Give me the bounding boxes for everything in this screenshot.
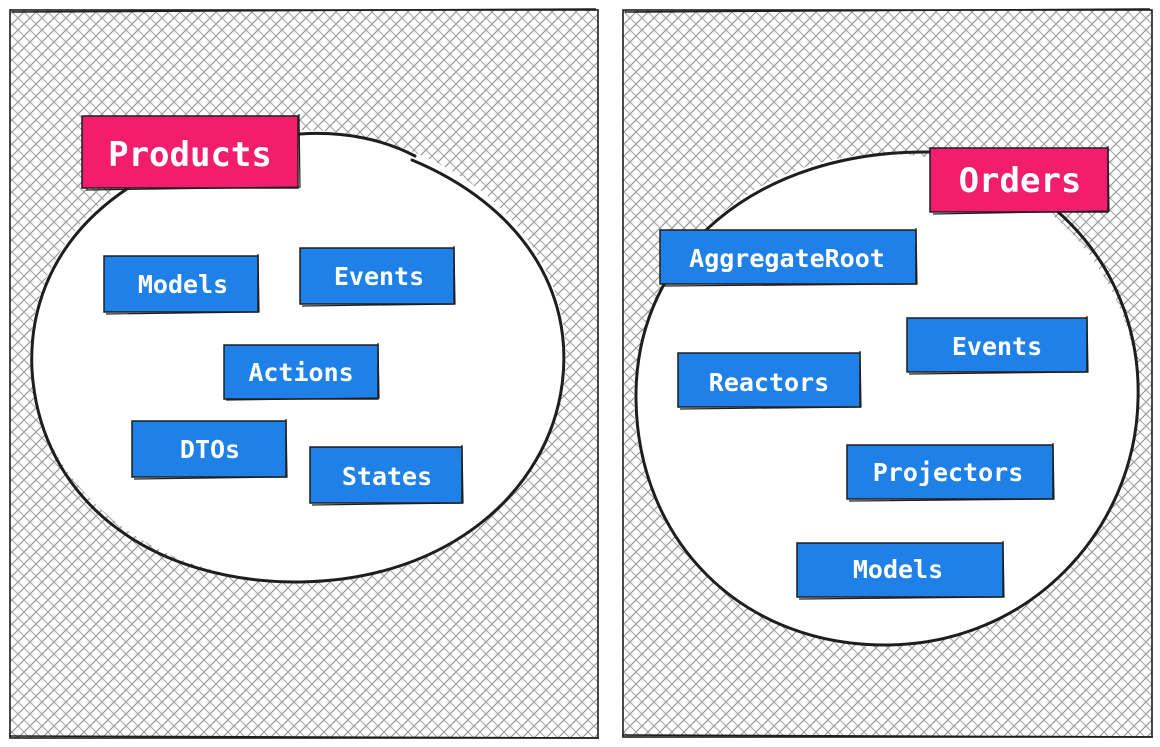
module-states: States (309, 444, 464, 506)
module-aggregate-root: AggregateRoot (659, 227, 918, 287)
module-label: Events (952, 332, 1042, 361)
module-label: Models (138, 270, 228, 299)
module-projectors: Projectors (846, 442, 1055, 502)
orders-title-label: Orders (929, 145, 1110, 215)
module-label: States (342, 462, 432, 491)
module-label: DTOs (180, 435, 240, 464)
module-label: Events (334, 262, 424, 291)
module-label: Projectors (873, 458, 1024, 487)
module-models: Models (103, 253, 260, 315)
module-label: Models (853, 555, 943, 584)
orders-context-panel: Orders AggregateRoot Events Reactors Pro… (621, 8, 1154, 738)
module-label: Reactors (709, 368, 829, 397)
orders-title: Orders (959, 161, 1082, 201)
products-context-panel: Products Models Events Actions DTOs Stat… (8, 8, 600, 739)
module-events: Events (299, 245, 456, 307)
module-models: Models (796, 540, 1005, 600)
module-label: Actions (248, 358, 353, 387)
module-reactors: Reactors (677, 350, 862, 410)
module-actions: Actions (223, 342, 380, 401)
module-events: Events (906, 315, 1089, 375)
module-dtos: DTOs (131, 418, 288, 480)
products-title-label: Products (81, 113, 301, 191)
products-title: Products (108, 135, 272, 175)
module-label: AggregateRoot (689, 244, 885, 273)
